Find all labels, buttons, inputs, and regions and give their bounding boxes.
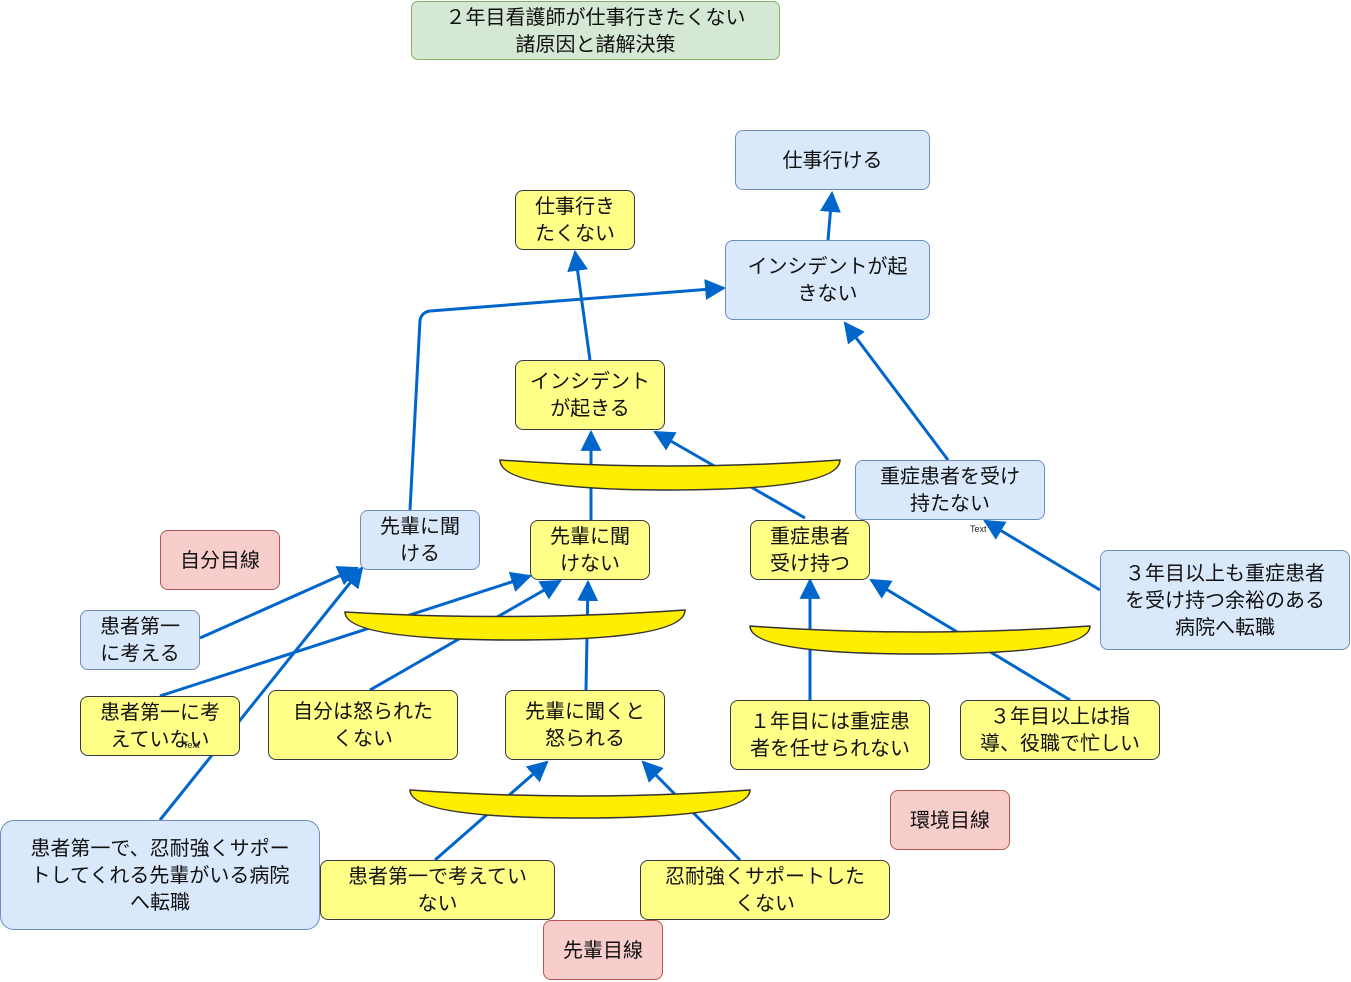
and-gate-ask-scolded xyxy=(409,789,751,819)
diagram-title: ２年目看護師が仕事行きたくない 諸原因と諸解決策 xyxy=(411,1,780,60)
node-incident: インシデント が起きる xyxy=(515,360,665,430)
node-no-scolded: 自分は怒られた くない xyxy=(268,690,458,760)
node-first-year: １年目には重症患 者を任せられない xyxy=(730,700,930,770)
node-third-year-busy: ３年目以上は指 導、役職で忙しい xyxy=(960,700,1160,760)
node-transfer-3rd-year: ３年目以上も重症患者 を受け持つ余裕のある 病院へ転職 xyxy=(1100,550,1350,650)
arrow-no-severe-to-no-incident xyxy=(843,321,950,461)
node-not-patient-first: 患者第一に考 えていない xyxy=(80,696,240,756)
node-no-incident: インシデントが起 きない xyxy=(725,240,930,320)
node-ask-scolded: 先輩に聞くと 怒られる xyxy=(505,690,665,760)
and-gate-incident xyxy=(499,459,841,491)
and-gate-severe xyxy=(749,625,1091,655)
arrow-transfer3-to-no-severe xyxy=(983,519,1101,592)
node-no-support: 忍耐強くサポートした くない xyxy=(640,860,890,920)
arrow-patient-first-to-can-ask xyxy=(199,566,359,640)
node-patient-first-think: 患者第一 に考える xyxy=(80,610,200,670)
label-self-view: 自分目線 xyxy=(160,530,280,590)
node-go-work: 仕事行ける xyxy=(735,130,930,190)
node-no-severe: 重症患者を受け 持たない xyxy=(855,460,1045,520)
label-senior-view: 先輩目線 xyxy=(543,920,663,980)
node-no-want-work: 仕事行き たくない xyxy=(515,190,635,250)
label-env-view: 環境目線 xyxy=(890,790,1010,850)
node-cannot-ask: 先輩に聞 けない xyxy=(530,520,650,580)
arrow-no-incident-to-go-work xyxy=(819,190,841,241)
node-can-ask: 先輩に聞 ける xyxy=(360,510,480,570)
and-gate-cannot-ask xyxy=(344,609,686,641)
arrow-incident-to-no-want-work xyxy=(567,249,592,361)
text-label-1: Text xyxy=(183,740,200,750)
arrow-transfer-senior-to-can-ask xyxy=(158,566,364,821)
arrow-can-ask-to-no-incident xyxy=(408,279,727,511)
text-label-2: Text xyxy=(970,524,987,534)
node-transfer-senior: 患者第一で、忍耐強くサポー トしてくれる先輩がいる病院 へ転職 xyxy=(0,820,320,930)
node-severe: 重症患者 受け持つ xyxy=(750,520,870,580)
node-senior-not-patient-first: 患者第一で考えてい ない xyxy=(320,860,555,920)
arrow-not-patient-first-to-cannot-ask xyxy=(159,571,532,698)
